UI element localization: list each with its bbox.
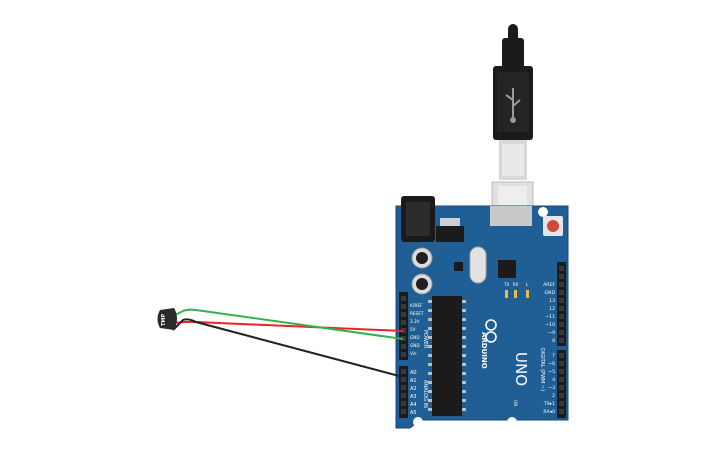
- pin-label-7: 7: [552, 353, 555, 359]
- status-leds: TX RX L: [503, 282, 529, 298]
- power-header[interactable]: [399, 292, 408, 360]
- analog-header[interactable]: [399, 366, 408, 418]
- mounting-hole: [538, 207, 548, 217]
- usb-socket: [490, 206, 532, 226]
- pin-label-gnd-2: GND: [410, 343, 420, 348]
- mounting-hole: [413, 417, 423, 427]
- pin-label-vin: Vin: [410, 351, 417, 356]
- pin-label-2: 2: [552, 393, 555, 399]
- reset-button[interactable]: [543, 216, 563, 236]
- pin-label-12: 12: [549, 306, 555, 312]
- led-label-rx: RX: [513, 282, 519, 287]
- arduino-uno-board[interactable]: TX RX L ARDUINO UNO ON IOREF: [395, 196, 569, 429]
- pin-label-a2: A2: [410, 386, 417, 392]
- mounting-hole: [507, 417, 517, 427]
- power-pin-labels: IOREF RESET 3.3V 5V GND GND Vin: [410, 303, 424, 356]
- pin-label-a5: A5: [410, 410, 417, 416]
- pin-label-gnd-d: GND: [544, 290, 555, 296]
- digital-header[interactable]: [557, 262, 566, 418]
- pin-label-a3: A3: [410, 394, 417, 400]
- pin-label-a4: A4: [410, 402, 417, 408]
- tmp-sensor[interactable]: TMP: [157, 308, 178, 330]
- pin-label-8: 8: [552, 338, 555, 344]
- pin-label-10: ~10: [545, 322, 555, 328]
- pin-label-3v3: 3.3V: [410, 319, 420, 324]
- power-jack: [401, 196, 435, 242]
- sensor-label: TMP: [161, 314, 167, 326]
- pin-label-a1: A1: [410, 378, 417, 384]
- led-label-l: L: [526, 282, 529, 287]
- digital-pin-labels: AREF GND 13 12 ~11 ~10 ~9 8 7 ~6 ~5 4 ~3…: [543, 282, 556, 415]
- pin-label-6: ~6: [548, 361, 555, 367]
- capacitor: [411, 247, 433, 269]
- pin-label-3: ~3: [548, 385, 555, 391]
- pin-label-ioref: IOREF: [410, 303, 423, 308]
- usb-chip: [498, 260, 516, 278]
- pin-label-5: ~5: [548, 369, 555, 375]
- pin-label-9: ~9: [548, 330, 555, 336]
- led-label-tx: TX: [503, 282, 509, 287]
- power-header-title: POWER: [422, 330, 428, 349]
- pin-label-gnd-1: GND: [410, 335, 420, 340]
- brand-label: ARDUINO: [480, 332, 488, 369]
- analog-header-title: ANALOG IN: [422, 380, 428, 408]
- pin-label-tx1: TX▸1: [543, 401, 555, 407]
- pin-label-aref: AREF: [543, 282, 555, 288]
- pin-label-13: 13: [549, 298, 555, 304]
- analog-pin-labels: A0 A1 A2 A3 A4 A5: [410, 370, 417, 416]
- arduino-logo: [485, 319, 497, 343]
- model-label: UNO: [512, 352, 530, 386]
- pin-label-11: ~11: [545, 314, 555, 320]
- small-chip: [454, 262, 463, 271]
- capacitor: [411, 273, 433, 295]
- atmega-chip: [428, 296, 466, 416]
- ground-wire[interactable]: [172, 308, 404, 340]
- digital-header-title: DIGITAL (PWM ~): [539, 348, 545, 391]
- pin-label-a0: A0: [410, 370, 417, 376]
- crystal-oscillator: [469, 246, 487, 284]
- pin-label-reset: RESET: [410, 311, 424, 316]
- usb-icon: [505, 88, 521, 123]
- voltage-regulator: [436, 218, 464, 242]
- signal-wire[interactable]: [172, 318, 404, 378]
- pin-label-5v: 5V: [410, 327, 416, 332]
- pin-label-rx0: RX◂0: [543, 409, 555, 415]
- pin-label-4: 4: [552, 377, 555, 383]
- on-led-label: ON: [513, 400, 518, 406]
